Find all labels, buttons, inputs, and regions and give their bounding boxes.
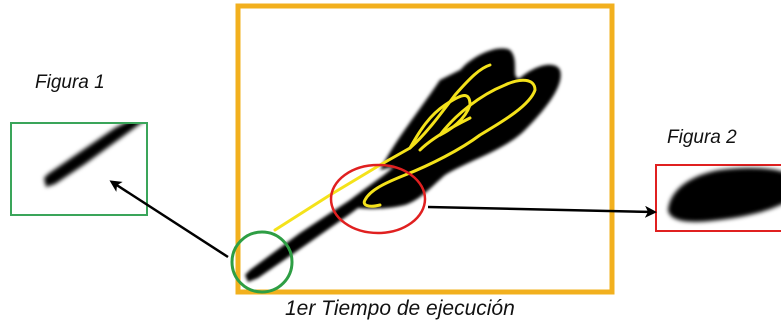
- figure1-zoom: [10, 122, 148, 216]
- figure2-zoom: [655, 164, 781, 232]
- caption: 1er Tiempo de ejecución: [285, 297, 515, 320]
- green-circle: [230, 230, 294, 294]
- figure1-label: Figura 1: [35, 72, 105, 93]
- figure1-frame: [10, 122, 148, 216]
- yellow-trace: [273, 63, 537, 232]
- red-circle: [329, 163, 427, 235]
- figure2-label: Figura 2: [667, 127, 737, 148]
- main-image: [230, 3, 615, 295]
- arrow-to-figure2: [427, 205, 657, 218]
- arrow-to-figure1: [109, 180, 229, 259]
